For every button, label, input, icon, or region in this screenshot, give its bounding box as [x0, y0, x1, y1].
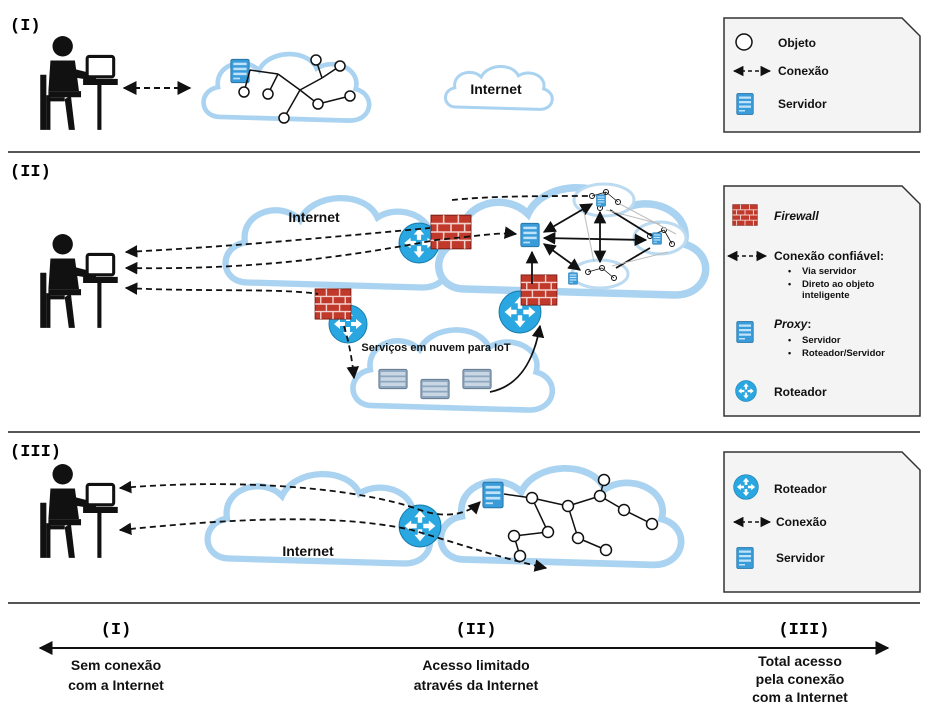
legend-proxy-colon: :: [807, 317, 811, 331]
legend-connection-label: Conexão: [778, 64, 829, 78]
legend-proxy-item: Roteador/Servidor: [802, 348, 885, 359]
legend-object-label: Objeto: [778, 36, 816, 50]
server-icon: [568, 272, 578, 285]
scale-tick-label: (III): [778, 621, 829, 640]
firewall-icon: [520, 274, 558, 306]
section-label: (III): [10, 443, 61, 462]
cloud-label: Internet: [288, 209, 340, 225]
scale-caption: Total acesso: [758, 653, 842, 669]
server-icon: [736, 321, 754, 343]
cloud-label: Internet: [282, 543, 334, 559]
rack-server-icon: [462, 368, 492, 390]
object-node-icon: [735, 33, 753, 51]
scale-caption: Acesso limitado: [422, 657, 529, 673]
legend-connection-label: Conexão: [776, 515, 827, 529]
legend-box: [723, 185, 921, 417]
server-icon: [230, 58, 250, 84]
object-node-icon: [238, 54, 356, 124]
legend-server-label: Servidor: [776, 551, 825, 565]
bullet: •: [788, 335, 791, 345]
server-icon: [596, 194, 606, 207]
rack-server-icon: [420, 378, 450, 400]
bullet: •: [788, 266, 791, 276]
section-ii: (II) Internet Serviços em nuvem para IoT: [10, 163, 921, 417]
legend-proxy-item: Servidor: [802, 335, 841, 346]
legend-proxy-label: Proxy:: [774, 317, 811, 331]
legend-trusted-item: Via servidor: [802, 266, 857, 277]
section-label: (II): [10, 163, 51, 182]
scale-tick-label: (II): [456, 621, 497, 640]
scale-caption: com a Internet: [752, 689, 848, 705]
rack-server-icon: [378, 368, 408, 390]
server-icon: [736, 93, 754, 115]
legend-proxy-word: Proxy: [774, 317, 809, 331]
person-at-computer-icon: [38, 232, 120, 330]
section-i: (I) Internet Objeto Conexão Servidor: [10, 17, 921, 133]
firewall-icon: [732, 204, 758, 226]
scale-caption: pela conexão: [756, 671, 845, 687]
router-icon: [735, 380, 757, 402]
person-at-computer-icon: [38, 34, 120, 132]
legend-trusted-connection-label: Conexão confiável:: [774, 249, 884, 263]
legend-server-label: Servidor: [778, 97, 827, 111]
legend-trusted-item: Direto ao objeto: [802, 279, 875, 290]
cloud-label: Internet: [470, 81, 522, 97]
legend-router-label: Roteador: [774, 482, 827, 496]
cloud-label: Serviços em nuvem para IoT: [361, 342, 510, 354]
server-icon: [482, 481, 504, 509]
connectivity-scale: (I) (II) (III) Sem conexão com a Interne…: [38, 621, 890, 705]
legend-router-label: Roteador: [774, 385, 827, 399]
scale-tick-label: (I): [101, 621, 132, 640]
legend-box: [723, 451, 921, 593]
router-icon: [733, 474, 759, 500]
server-icon: [652, 232, 662, 245]
section-iii: (III) Internet Roteador: [10, 443, 921, 593]
firewall-icon: [430, 214, 472, 250]
legend-box: [723, 17, 921, 133]
server-icon: [520, 222, 540, 248]
legend-firewall-label: Firewall: [774, 209, 819, 223]
scale-caption: Sem conexão: [71, 657, 161, 673]
router-icon: [398, 504, 442, 548]
scale-caption: através da Internet: [414, 677, 539, 693]
bullet: •: [788, 348, 791, 358]
firewall-icon: [314, 288, 352, 320]
scale-caption: com a Internet: [68, 677, 164, 693]
bullet: •: [788, 279, 791, 289]
legend-trusted-item: inteligente: [802, 290, 850, 301]
person-at-computer-icon: [38, 462, 120, 560]
server-icon: [736, 547, 754, 569]
section-label: (I): [10, 17, 41, 36]
